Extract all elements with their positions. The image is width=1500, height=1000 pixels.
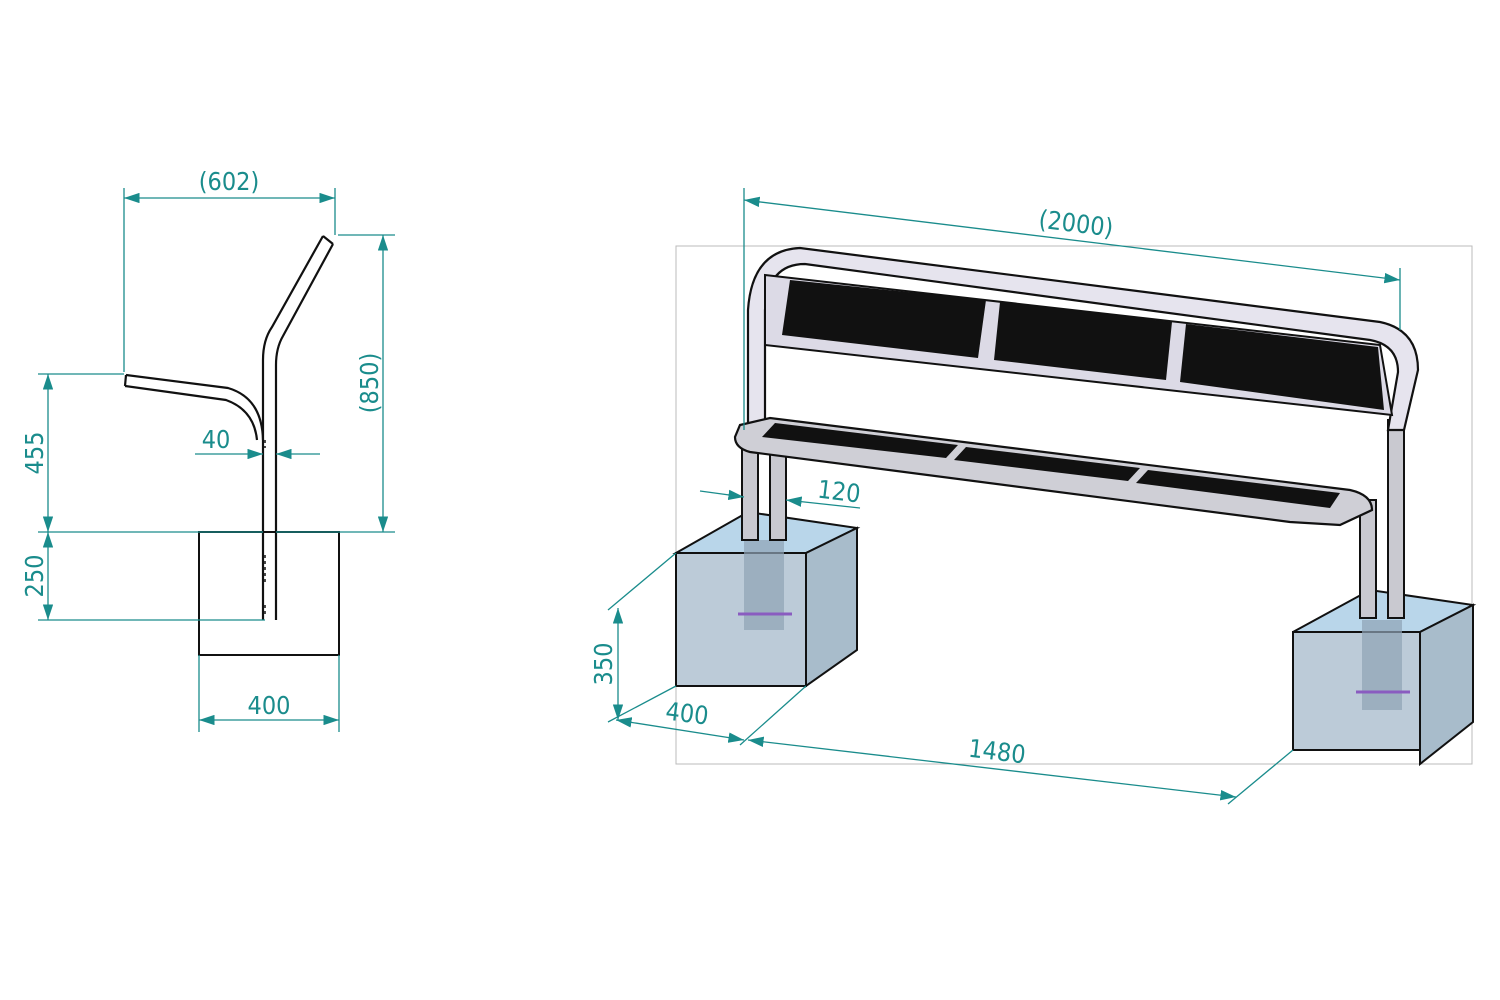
dimension-seat-height: 455 <box>20 432 49 475</box>
bench-frame-side <box>123 235 334 620</box>
backrest-mesh-panel <box>1180 324 1384 410</box>
dimension-embed-depth: 250 <box>20 555 49 598</box>
concrete-block-side <box>198 531 340 656</box>
dimension-leg-spacing: 120 <box>816 475 862 509</box>
dimension-depth: (602) <box>199 167 259 196</box>
concrete-block-left <box>672 510 861 688</box>
seat-mesh-panel <box>954 447 1140 481</box>
dimension-block-width-iso: 400 <box>664 697 710 731</box>
dimension-tube: 40 <box>202 425 231 454</box>
dimension-block-width: 400 <box>248 691 291 720</box>
dimension-block-height: 350 <box>589 643 618 686</box>
iso-view: (2000) 120 350 400 1480 <box>589 188 1477 805</box>
backrest <box>746 246 1420 442</box>
backrest-mesh-panel <box>782 280 986 358</box>
seat-mesh-panel <box>1136 470 1340 508</box>
backrest-mesh-panel <box>994 302 1172 380</box>
seat-mesh-panel <box>762 423 958 458</box>
side-view: (602) (850) 455 250 40 400 <box>20 167 395 732</box>
dimension-height: (850) <box>355 353 384 413</box>
dimension-block-spacing: 1480 <box>967 734 1027 770</box>
seat <box>733 416 1374 527</box>
concrete-block-right <box>1292 588 1477 767</box>
